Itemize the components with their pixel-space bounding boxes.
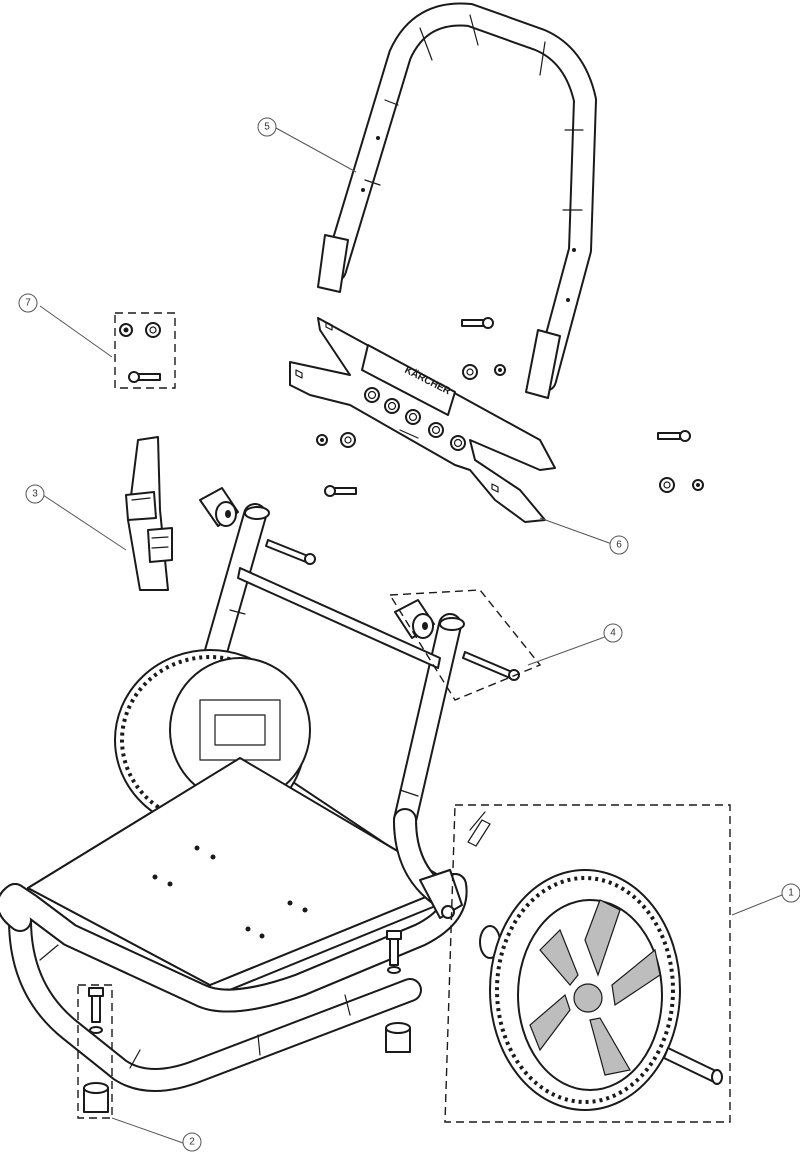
callout-4-label: 4 (610, 628, 616, 639)
callout-3-label: 3 (32, 489, 38, 500)
knob-right (394, 599, 435, 639)
hardware-kit-7 (114, 312, 176, 389)
upper-handle (317, 2, 597, 399)
leaders (39, 127, 783, 1144)
strap (125, 436, 173, 591)
callout-7: 7 (18, 293, 38, 313)
callout-1-label: 1 (788, 888, 794, 899)
deck-front (0, 757, 468, 1013)
callout-3: 3 (25, 484, 45, 504)
wheel-kit-1 (444, 804, 731, 1123)
callout-7-label: 7 (25, 298, 31, 309)
callout-2-label: 2 (189, 1137, 195, 1148)
callout-6-label: 6 (616, 540, 622, 551)
callout-4: 4 (603, 623, 623, 643)
feet-kit-2 (77, 930, 411, 1119)
long-bolts (265, 539, 542, 701)
bracket-hardware (316, 317, 704, 497)
callout-2: 2 (182, 1132, 202, 1152)
callout-6: 6 (609, 535, 629, 555)
knob-left (199, 487, 239, 527)
callout-5-label: 5 (264, 122, 270, 133)
callout-5: 5 (257, 117, 277, 137)
callout-1: 1 (781, 883, 800, 903)
